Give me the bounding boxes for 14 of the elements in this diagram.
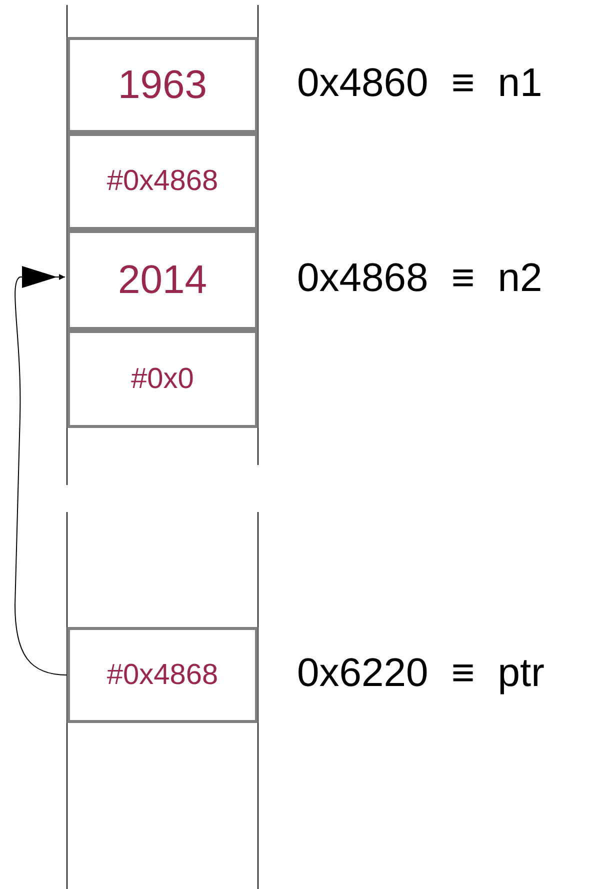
address-label: 0x6220 ≡ ptr — [297, 653, 544, 693]
memory-cell — [67, 627, 258, 723]
cell-value: #0x0 — [131, 364, 194, 394]
memory-cell — [67, 230, 258, 330]
memory-cell — [67, 37, 258, 133]
memory-cell — [67, 133, 258, 230]
cell-value: 2014 — [118, 260, 207, 300]
cell-value: 1963 — [118, 65, 207, 105]
cell-value: #0x4868 — [106, 660, 218, 690]
arrow — [14, 266, 68, 676]
address-label: 0x4868 ≡ n2 — [297, 258, 542, 298]
memory-cell — [67, 330, 258, 428]
address-label: 0x4860 ≡ n1 — [297, 63, 542, 103]
cell-value: #0x4868 — [106, 167, 218, 196]
